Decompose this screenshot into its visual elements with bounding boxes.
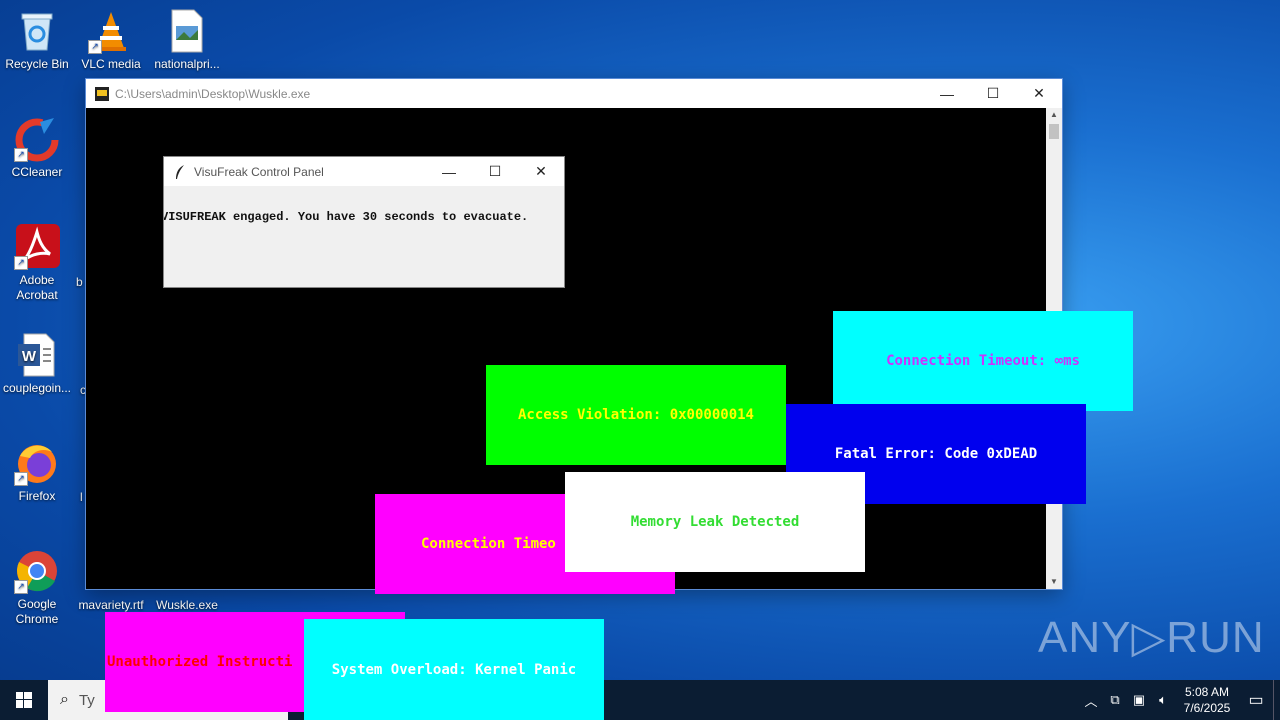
shortcut-arrow-icon: ↗: [14, 256, 28, 270]
close-button[interactable]: ✕: [535, 163, 547, 179]
desktop-icon-label: Adobe Acrobat: [16, 273, 58, 302]
desktop-icon-firefox[interactable]: ↗ Firefox: [1, 440, 73, 504]
desktop-icon-label: Firefox: [18, 489, 56, 503]
desktop-icon-label: mavariety.rtf: [78, 598, 144, 612]
control-panel-body: VISUFREAK engaged. You have 30 seconds t…: [164, 186, 564, 287]
shortcut-arrow-icon: ↗: [14, 148, 28, 162]
maximize-button[interactable]: ☐: [488, 163, 502, 179]
console-titlebar[interactable]: C:\Users\admin\Desktop\Wuskle.exe — ☐ ✕: [86, 79, 1062, 108]
shortcut-arrow-icon: ↗: [14, 580, 28, 594]
desktop-icon-mavariety[interactable]: mavariety.rtf: [75, 598, 147, 613]
clock-date: 7/6/2025: [1183, 701, 1231, 715]
desktop-icon-wuskle[interactable]: Wuskle.exe: [151, 598, 223, 613]
control-panel-window[interactable]: VisuFreak Control Panel — ☐ ✕ VISUFREAK …: [164, 157, 564, 287]
show-desktop-button[interactable]: [1273, 680, 1280, 720]
minimize-button[interactable]: —: [442, 163, 456, 180]
control-panel-titlebar[interactable]: VisuFreak Control Panel — ☐ ✕: [164, 157, 564, 186]
desktop-icon-label: CCleaner: [11, 165, 63, 179]
clock[interactable]: 5:08 AM 7/6/2025: [1175, 684, 1239, 716]
error-popup-text: Unauthorized Instructi: [107, 654, 293, 670]
error-popup[interactable]: System Overload: Kernel Panic: [304, 619, 604, 720]
tray-app-icon[interactable]: ⧉: [1110, 692, 1120, 707]
chrome-icon: ↗: [14, 548, 60, 594]
error-popup-text: Fatal Error: Code 0xDEAD: [834, 446, 1038, 462]
error-popup[interactable]: Connection Timeout: ∞ms: [833, 311, 1133, 411]
partial-icon-label: l: [80, 490, 83, 504]
desktop-icon-label: Google Chrome: [15, 597, 59, 626]
desktop-icon-couplegoin[interactable]: W couplegoin...: [1, 332, 73, 396]
desktop-icon-ccleaner[interactable]: ↗ CCleaner: [1, 116, 73, 180]
clock-time: 5:08 AM: [1184, 685, 1230, 699]
image-file-icon: [164, 8, 210, 54]
desktop-icon-recycle-bin[interactable]: Recycle Bin: [1, 8, 73, 72]
partial-icon-label: c: [80, 383, 86, 397]
error-popup-text: System Overload: Kernel Panic: [331, 661, 577, 678]
word-document-icon: W: [14, 332, 60, 378]
ccleaner-icon: ↗: [14, 116, 60, 162]
error-popup-text: Access Violation: 0x00000014: [517, 407, 754, 423]
chevron-up-icon[interactable]: ︿: [1084, 693, 1098, 709]
partial-icon-label: b: [76, 275, 83, 289]
shortcut-arrow-icon: ↗: [88, 40, 102, 54]
start-button[interactable]: [0, 680, 48, 720]
error-popup[interactable]: Memory Leak Detected: [565, 472, 865, 572]
anyrun-watermark: ANY▷RUN: [1038, 613, 1265, 662]
minimize-button[interactable]: —: [940, 85, 954, 102]
error-popup-text: Connection Timeout: ∞ms: [886, 353, 1080, 369]
desktop-icon-label: couplegoin...: [2, 381, 72, 395]
maximize-button[interactable]: ☐: [986, 85, 1000, 101]
console-title: C:\Users\admin\Desktop\Wuskle.exe: [115, 86, 311, 101]
firefox-icon: ↗: [14, 440, 60, 486]
desktop-icon-label: nationalpri...: [154, 57, 220, 71]
vlc-cone-icon: ↗: [88, 8, 134, 54]
feather-icon: [172, 164, 188, 180]
svg-text:W: W: [22, 348, 37, 365]
control-panel-message: VISUFREAK engaged. You have 30 seconds t…: [164, 210, 529, 224]
control-panel-title: VisuFreak Control Panel: [194, 164, 324, 179]
desktop-icon-vlc[interactable]: ↗ VLC media: [75, 8, 147, 72]
desktop-icon-nationalpri[interactable]: nationalpri...: [151, 8, 223, 72]
close-button[interactable]: ✕: [1033, 85, 1045, 101]
desktop-icon-adobe-acrobat[interactable]: ↗ Adobe Acrobat: [1, 224, 73, 303]
search-placeholder: Ty: [78, 691, 95, 709]
notification-icon[interactable]: ▭: [1248, 692, 1264, 709]
search-icon: ⌕: [60, 691, 69, 708]
scroll-down-arrow-icon[interactable]: ▼: [1050, 577, 1058, 586]
recycle-bin-icon: [14, 8, 60, 54]
volume-icon[interactable]: 🔈︎: [1159, 692, 1167, 707]
scrollbar-thumb[interactable]: [1049, 124, 1059, 139]
shortcut-arrow-icon: ↗: [14, 472, 28, 486]
error-popup-text: Memory Leak Detected: [630, 514, 800, 530]
error-popup-text: Connection Timeo: [421, 536, 556, 552]
desktop-icon-label: VLC media: [81, 57, 141, 71]
windows-logo-icon: [16, 692, 32, 708]
acrobat-icon: ↗: [14, 224, 60, 270]
desktop-icon-label: Recycle Bin: [5, 57, 69, 71]
error-popup[interactable]: Access Violation: 0x00000014: [486, 365, 786, 465]
network-icon[interactable]: ▣: [1132, 692, 1146, 707]
scroll-up-arrow-icon[interactable]: ▲: [1050, 110, 1058, 119]
desktop-icon-label: Wuskle.exe: [156, 598, 218, 612]
console-app-icon: [94, 86, 110, 102]
desktop-icon-google-chrome[interactable]: ↗ Google Chrome: [1, 548, 73, 627]
